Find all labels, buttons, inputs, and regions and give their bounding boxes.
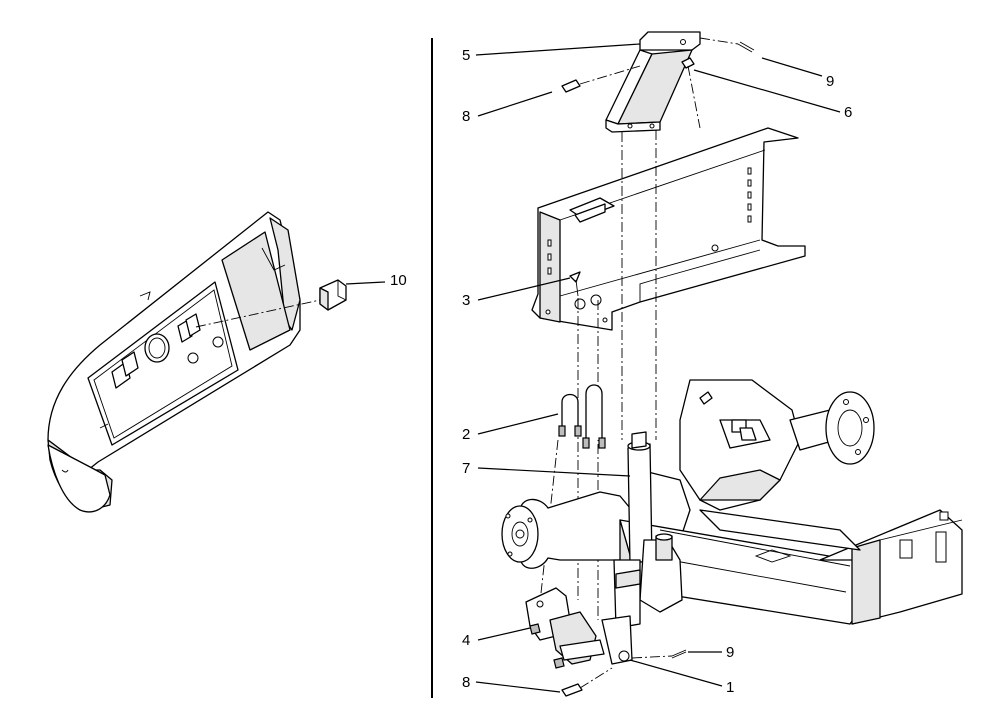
callout-9-bottom: 9	[726, 644, 734, 661]
pin-part-8-bottom	[561, 667, 613, 697]
u-bolts-part-2	[558, 384, 606, 449]
dash-panel-assembly	[47, 211, 347, 513]
cotter-pin-part-9-top	[699, 37, 755, 53]
callout-7: 7	[462, 460, 470, 477]
bracket-part-5	[605, 31, 701, 133]
callout-8-top: 8	[462, 108, 470, 125]
bolt-part-6	[681, 57, 701, 129]
callout-6: 6	[844, 104, 852, 121]
callout-3: 3	[462, 292, 470, 309]
steering-column-part-7	[601, 431, 683, 665]
callout-leaders	[345, 43, 841, 693]
lower-brackets	[525, 587, 605, 669]
callout-8-bottom: 8	[462, 674, 470, 691]
pin-part-8-top	[561, 65, 641, 93]
callout-1: 1	[726, 679, 734, 696]
callout-4: 4	[462, 632, 470, 649]
cotter-pin-part-9-bottom	[631, 649, 687, 659]
frame-bracket	[531, 127, 806, 331]
transaxle-and-frame	[501, 379, 963, 625]
callout-9-top: 9	[826, 73, 834, 90]
screw-part-3	[569, 271, 581, 297]
callout-labels: 5 9 8 6 10 3 2 7 4 9 8 1	[390, 47, 852, 696]
callout-5: 5	[462, 47, 470, 64]
callout-2: 2	[462, 426, 470, 443]
callout-10: 10	[390, 272, 407, 289]
